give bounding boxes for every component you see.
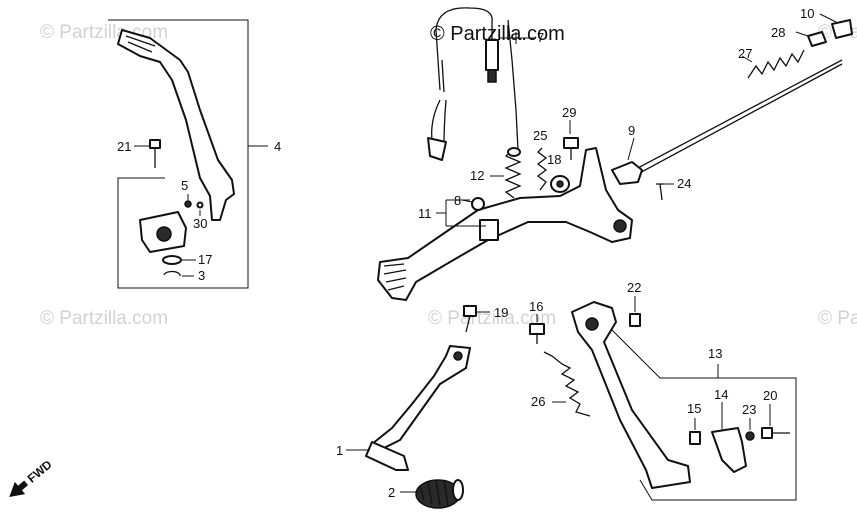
bolt-20[interactable] [761,427,790,439]
kick-arm[interactable] [117,29,235,221]
spring-12[interactable] [504,149,522,199]
callout-12: 12 [470,168,484,183]
nut-28[interactable] [807,31,827,47]
brake-rod[interactable] [633,59,843,171]
fwd-label: FWD [25,457,55,486]
callout-4: 4 [274,139,281,154]
gearshift-pedal[interactable] [371,345,471,451]
callout-23: 23 [742,402,756,417]
brand-label: © Partzilla.com [430,23,565,45]
wire-connector[interactable] [427,137,447,161]
joint-10[interactable] [831,19,853,39]
bracket-13 [599,317,797,501]
clamp-bore [156,226,172,242]
pedal-tread [383,263,407,291]
shift-rubber-2[interactable] [415,479,464,509]
gearshift-toe[interactable] [365,441,409,471]
side-stand[interactable] [571,301,691,489]
callout-16: 16 [529,299,543,314]
bolt-29[interactable] [563,137,579,160]
brake-switch-tip [487,69,497,83]
callout-11: 11 [418,206,432,221]
brake-switch-group: 7 [427,7,544,161]
stand-pivot [585,317,599,331]
clip-3[interactable] [163,270,181,277]
kick-arm-grip [125,35,156,53]
pin-24[interactable] [656,183,664,201]
callout-20: 20 [763,388,777,403]
pedal-collar [479,219,499,241]
bolt-21[interactable] [149,139,161,168]
watermark-mid-center: © Partzilla.com [428,308,556,329]
callout-3: 3 [198,268,205,283]
brake-pedal[interactable] [377,147,633,301]
brake-pedal-group: 11 8 12 25 18 29 24 [377,105,691,301]
callout-10: 10 [800,6,814,21]
callout-13: 13 [708,346,722,361]
fwd-arrow-icon [9,480,29,497]
spring-25[interactable] [536,147,548,191]
callout-1: 1 [336,443,343,458]
spring-26[interactable] [543,351,591,417]
pin-30[interactable] [196,201,204,209]
callout-25: 25 [533,128,547,143]
callout-9: 9 [628,123,635,138]
callout-17: 17 [198,252,212,267]
callout-7: 7 [537,30,544,45]
bolt-19[interactable] [463,305,477,333]
bracket-4 [108,19,249,289]
washer-23[interactable] [745,431,755,441]
watermarks: © Partzilla.com © Partzilla.com © Partzi… [40,22,857,329]
part-15[interactable] [689,431,701,445]
shift-pivot [453,351,463,361]
callout-30: 30 [193,216,207,231]
bracket-11 [436,200,447,226]
callout-26: 26 [531,394,545,409]
bolt-5[interactable] [184,200,192,208]
watermark-mid-left: © Partzilla.com [40,308,168,329]
kick-starter-group: 4 21 5 30 17 3 [108,19,281,289]
callout-21: 21 [117,139,131,154]
pedal-pivot [613,219,627,233]
callout-18: 18 [547,152,561,167]
callout-28: 28 [771,25,785,40]
callout-27: 27 [738,46,752,61]
brake-switch-body[interactable] [485,39,499,71]
callout-19: 19 [494,305,508,320]
gearshift-group: 1 2 19 [336,305,508,509]
callout-15: 15 [687,401,701,416]
bolt-16[interactable] [529,323,545,344]
brake-rod-edge [633,63,843,177]
rod-joint-9[interactable] [611,161,643,185]
nut-8[interactable] [471,197,485,211]
spring-27[interactable] [747,49,805,79]
watermark-mid-right: © Partzilla.com [818,308,857,329]
switch-spring-wire [507,19,519,151]
washer-17[interactable] [162,255,182,265]
callout-24: 24 [677,176,691,191]
spring-12-top [507,147,521,157]
callout-2: 2 [388,485,395,500]
callout-29: 29 [562,105,576,120]
callout-22: 22 [627,280,641,295]
fwd-indicator: FWD [9,457,55,497]
brake-rod-group: 9 27 28 10 [611,6,853,185]
nut-22[interactable] [629,313,641,327]
callout-5: 5 [181,178,188,193]
callout-8: 8 [454,193,461,208]
bracket-14[interactable] [711,427,747,473]
callout-14: 14 [714,387,728,402]
side-stand-group: 13 16 26 22 15 14 23 [529,280,797,501]
switch-wire [435,7,493,91]
